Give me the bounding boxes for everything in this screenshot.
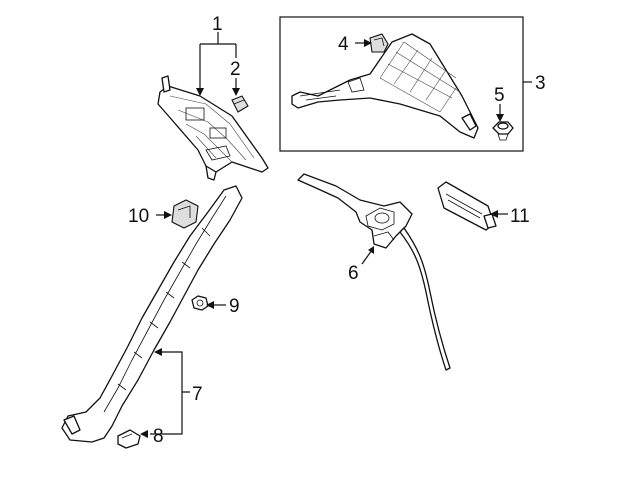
callout-8: 8 [153,426,164,447]
callout-10: 10 [128,206,149,227]
callout-11: 11 [510,206,530,227]
callout-2: 2 [230,59,241,80]
leader-lines [140,32,532,438]
callout-labels: 1 2 3 4 5 6 7 8 9 10 11 [128,14,546,447]
callout-3: 3 [535,73,546,94]
callout-6: 6 [348,263,359,284]
callout-5: 5 [494,85,505,106]
part-2-clip [231,95,249,113]
part-3-quarter-trim-panel [291,33,479,139]
part-3-group-box [279,16,524,152]
part-4-clip [369,33,389,53]
part-11-lamp [437,181,497,231]
part-5-push-clip [492,121,514,141]
callout-4: 4 [338,34,349,55]
part-7-lower-pillar-trim [61,185,243,443]
part-8-clip [117,429,141,449]
part-9-nut [191,295,209,311]
callout-9: 9 [229,296,240,317]
callout-7: 7 [192,384,203,405]
part-6-trim-panel-cable [297,173,451,371]
part-1-upper-pillar-trim [157,75,269,181]
callout-1: 1 [212,14,223,35]
part-10-clip [171,199,199,229]
